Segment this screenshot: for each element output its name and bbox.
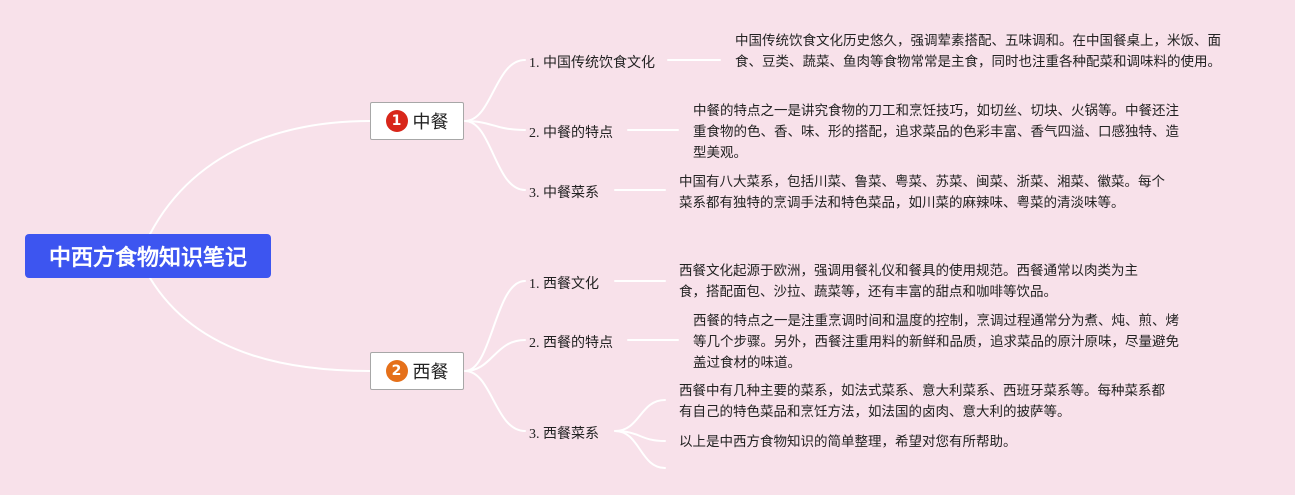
link-s6-leaf-3 [614, 430, 666, 469]
link-root-branch-1 [149, 120, 371, 235]
leaf-text[interactable]: 以上是中西方食物知识的简单整理，希望对您有所帮助。 [679, 434, 1017, 449]
link-b1-s3 [464, 120, 526, 191]
subtopic-chinese-traditional-culture[interactable]: 1. 中国传统饮食文化 [529, 56, 655, 71]
link-b2-s3 [464, 370, 526, 432]
branch-label: 西餐 [412, 362, 449, 383]
leaf-text[interactable]: 中餐的特点之一是讲究食物的刀工和烹饪技巧，如切丝、切块、火锅等。中餐还注重食物的… [693, 103, 1179, 160]
leaf-text[interactable]: 西餐的特点之一是注重烹调时间和温度的控制，烹调过程通常分为煮、炖、煎、烤等几个步… [693, 313, 1179, 370]
root-topic-label: 中西方食物知识笔记 [48, 246, 247, 271]
link-b2-s1 [464, 280, 526, 372]
link-root-branch-2 [149, 277, 371, 372]
number-badge-icon: 1 [385, 110, 408, 132]
subtopic-western-culture[interactable]: 1. 西餐文化 [529, 277, 599, 292]
leaf-text[interactable]: 西餐文化起源于欧洲，强调用餐礼仪和餐具的使用规范。西餐通常以肉类为主食，搭配面包… [679, 263, 1138, 299]
root-topic[interactable]: 中西方食物知识笔记 [25, 234, 271, 278]
link-b1-s1 [464, 59, 526, 122]
branch-western-food[interactable]: 2 西餐 [370, 352, 464, 390]
subtopic-chinese-cuisines[interactable]: 3. 中餐菜系 [529, 186, 599, 201]
number-badge-icon: 2 [385, 360, 408, 382]
subtopic-western-features[interactable]: 2. 西餐的特点 [529, 336, 613, 351]
branch-chinese-food[interactable]: 1 中餐 [370, 102, 464, 140]
link-b2-s2 [464, 339, 526, 372]
link-s6-leaf-1 [614, 399, 666, 432]
leaf-text[interactable]: 西餐中有几种主要的菜系，如法式菜系、意大利菜系、西班牙菜系等。每种菜系都有自己的… [679, 383, 1165, 419]
subtopic-western-cuisines[interactable]: 3. 西餐菜系 [529, 427, 599, 442]
leaf-text[interactable]: 中国传统饮食文化历史悠久，强调荤素搭配、五味调和。在中国餐桌上，米饭、面食、豆类… [735, 33, 1221, 69]
branch-label: 中餐 [412, 112, 449, 133]
leaf-text[interactable]: 中国有八大菜系，包括川菜、鲁菜、粤菜、苏菜、闽菜、浙菜、湘菜、徽菜。每个菜系都有… [679, 174, 1165, 210]
subtopic-chinese-features[interactable]: 2. 中餐的特点 [529, 126, 613, 141]
link-b1-s2 [464, 120, 526, 131]
